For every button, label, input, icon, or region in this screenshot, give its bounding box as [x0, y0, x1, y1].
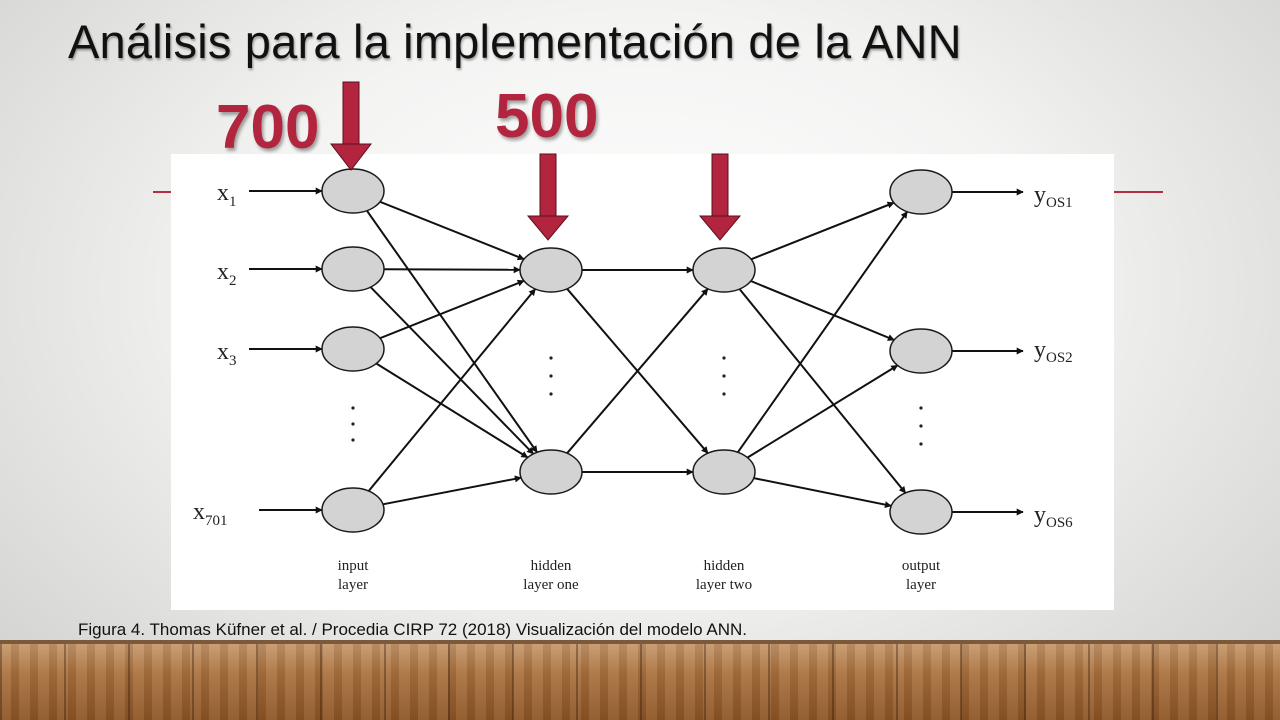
connection-arrow [367, 288, 537, 492]
neuron-node [692, 247, 756, 293]
ellipsis-dot [722, 374, 726, 378]
connection-arrows [249, 187, 1024, 516]
connection-arrow [379, 200, 525, 261]
layer-label-hidden-one-2: layer one [523, 577, 579, 593]
slide-title: Análisis para la implementación de la AN… [68, 15, 962, 68]
neuron-node [889, 169, 953, 215]
neuron-node [519, 247, 583, 293]
layer-label-output-2: layer [906, 577, 936, 593]
connection-arrow [750, 280, 895, 341]
ellipsis-dot [351, 406, 355, 410]
ann-figure: x1 x2 x3 x701 yOS1 yOS2 yOS6 input layer… [171, 154, 1114, 610]
ellipsis-dot [549, 356, 553, 360]
connection-arrow [382, 475, 522, 506]
layer-label-input-2: layer [338, 577, 368, 593]
connection-arrow [366, 210, 538, 453]
connection-arrow [750, 201, 895, 261]
layer-label-hidden-two-1: hidden [704, 558, 745, 574]
accent-line-left [153, 191, 177, 193]
ellipsis-dot [722, 392, 726, 396]
input-label-3: x3 [217, 339, 237, 369]
ellipsis-dot [549, 374, 553, 378]
input-label-1: x1 [217, 180, 237, 210]
annotation-500: 500 [495, 82, 599, 151]
connection-arrow [746, 364, 899, 459]
connection-arrow [736, 211, 909, 453]
ellipsis-dot [919, 442, 923, 446]
neuron-node [889, 489, 953, 535]
neuron-node [321, 168, 385, 214]
neuron-node [321, 487, 385, 533]
figure-caption: Figura 4. Thomas Küfner et al. / Procedi… [78, 620, 748, 639]
neuron-node [321, 326, 385, 372]
neuron-node [889, 328, 953, 374]
connection-arrow [369, 286, 535, 455]
connection-arrow [375, 362, 529, 459]
ann-diagram: x1 x2 x3 x701 yOS1 yOS2 yOS6 input layer… [193, 168, 1073, 593]
accent-line-right [1113, 191, 1163, 193]
layer-label-hidden-two-2: layer two [696, 577, 752, 593]
connection-arrow [738, 288, 907, 494]
annotation-700: 700 [216, 93, 320, 162]
neuron-nodes [321, 168, 953, 535]
output-label-2: yOS2 [1034, 337, 1073, 366]
layer-label-hidden-one-1: hidden [531, 558, 572, 574]
layer-label-output-1: output [902, 558, 941, 574]
ellipsis-dot [549, 392, 553, 396]
connection-arrow [753, 477, 892, 509]
connection-arrow [383, 266, 521, 274]
connection-arrow [566, 288, 709, 454]
ellipsis-dots [351, 356, 923, 446]
neuron-node [692, 449, 756, 495]
ellipsis-dot [351, 422, 355, 426]
input-label-701: x701 [193, 499, 228, 529]
output-label-1: yOS1 [1034, 182, 1073, 211]
ellipsis-dot [351, 438, 355, 442]
neuron-node [519, 449, 583, 495]
layer-label-input-1: input [338, 558, 370, 574]
floor-edge [0, 640, 1280, 644]
ellipsis-dot [919, 406, 923, 410]
connection-arrow [379, 279, 525, 340]
ellipsis-dot [919, 424, 923, 428]
wooden-floor [0, 643, 1280, 720]
output-label-6: yOS6 [1034, 502, 1073, 531]
input-label-2: x2 [217, 259, 237, 289]
neuron-node [321, 246, 385, 292]
ellipsis-dot [722, 356, 726, 360]
